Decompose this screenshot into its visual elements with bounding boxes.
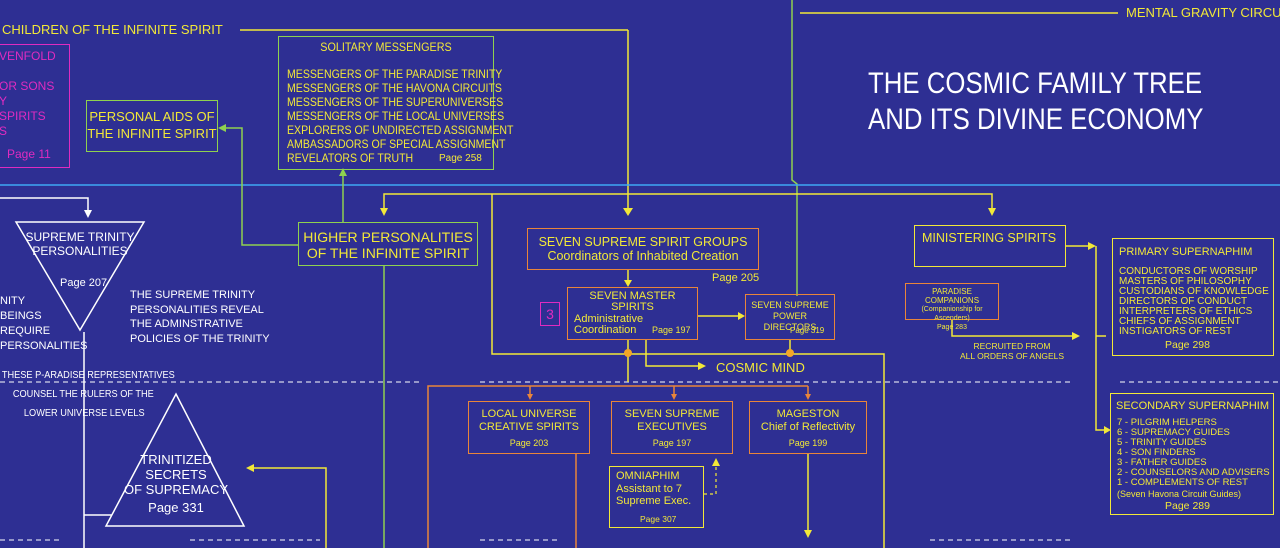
power-directors-page: Page 319	[790, 326, 825, 335]
children-header: CHILDREN OF THE INFINITE SPIRIT	[2, 22, 223, 37]
seven-spirit-groups-page: Page 205	[712, 272, 760, 284]
trinitized-label: TRINITIZED SECRETS OF SUPREMACY Page 331	[120, 452, 232, 515]
master-spirits-box: SEVEN MASTER SPIRITS Administrative Coor…	[567, 287, 698, 340]
primary-supernaphim-list: CONDUCTORS OF WORSHIP MASTERS OF PHILOSO…	[1119, 266, 1269, 337]
title-line-1: THE COSMIC FAMILY TREE	[868, 67, 1203, 100]
secondary-supernaphim-page: Page 289	[1165, 500, 1210, 512]
supreme-trinity-triangle	[14, 221, 146, 332]
master-spirits-number: 3	[540, 302, 560, 326]
solitary-messengers-page: Page 258	[439, 153, 482, 164]
personal-aids-box: PERSONAL AIDS OF THE INFINITE SPIRIT	[86, 100, 218, 152]
secondary-supernaphim-box: SECONDARY SUPERNAPHIM 7 - PILGRIM HELPER…	[1110, 393, 1274, 515]
omniaphim-box: OMNIAPHIM Assistant to 7 Supreme Exec. P…	[609, 466, 704, 528]
primary-supernaphim-title: PRIMARY SUPERNAPHIM	[1119, 246, 1253, 258]
paradise-companions-box: PARADISE COMPANIONS (Companionship for A…	[905, 283, 999, 331]
seven-fold-page: Page 11	[7, 147, 51, 161]
mageston-box: MAGESTON Chief of Reflectivity Page 199	[749, 401, 867, 454]
master-spirits-page: Page 197	[652, 325, 691, 335]
page-title: THE COSMIC FAMILY TREE AND ITS DIVINE EC…	[868, 66, 1203, 138]
trinitized-page: Page 331	[148, 500, 204, 515]
omniaphim-page: Page 307	[640, 514, 677, 524]
primary-supernaphim-box: PRIMARY SUPERNAPHIM CONDUCTORS OF WORSHI…	[1112, 238, 1274, 356]
solitary-messengers-box: SOLITARY MESSENGERS MESSENGERS OF THE PA…	[278, 36, 513, 170]
title-line-2: AND ITS DIVINE ECONOMY	[868, 103, 1204, 136]
left-partial-text: NITY BEINGS REQUIRE PERSONALITIES	[0, 295, 88, 352]
trinitized-triangle	[104, 392, 246, 527]
primary-supernaphim-page: Page 298	[1165, 339, 1210, 351]
seven-spirit-groups-box: SEVEN SUPREME SPIRIT GROUPS Coordinators…	[527, 228, 759, 270]
local-universe-box: LOCAL UNIVERSE CREATIVE SPIRITS Page 203	[468, 401, 590, 454]
seven-executives-box: SEVEN SUPREME EXECUTIVES Page 197	[611, 401, 733, 454]
paradise-reps-text: THESE P-ARADISE REPRESENTATIVES COUNSEL …	[1, 370, 175, 419]
secondary-supernaphim-title: SECONDARY SUPERNAPHIM	[1116, 400, 1270, 412]
trinity-reveal-text: THE SUPREME TRINITY PERSONALITIES REVEAL…	[130, 289, 270, 345]
supreme-trinity-label: SUPREME TRINITY PERSONALITIES	[25, 230, 135, 258]
solitary-messengers-title: SOLITARY MESSENGERS	[320, 40, 452, 54]
ministering-spirits-box: MINISTERING SPIRITS	[914, 225, 1066, 267]
mental-gravity-circuit-label: MENTAL GRAVITY CIRCUIT P	[1126, 5, 1280, 20]
secondary-supernaphim-list: 7 - PILGRIM HELPERS 6 - SUPREMACY GUIDES…	[1117, 417, 1270, 488]
seven-fold-box: VENFOLD OR SONS Y SPIRITS S Page 11	[0, 44, 70, 168]
power-directors-box: SEVEN SUPREME POWER DIRECTORS Page 319	[745, 294, 835, 340]
higher-personalities-box: HIGHER PERSONALITIES OF THE INFINITE SPI…	[298, 222, 478, 266]
secondary-supernaphim-note: (Seven Havona Circuit Guides)	[1117, 489, 1242, 499]
cosmic-mind-label: COSMIC MIND	[716, 360, 805, 375]
solitary-messengers-list: MESSENGERS OF THE PARADISE TRINITY MESSE…	[287, 67, 514, 165]
supreme-trinity-page: Page 207	[60, 277, 108, 289]
recruited-text: RECRUITED FROM ALL ORDERS OF ANGELS	[959, 341, 1065, 361]
